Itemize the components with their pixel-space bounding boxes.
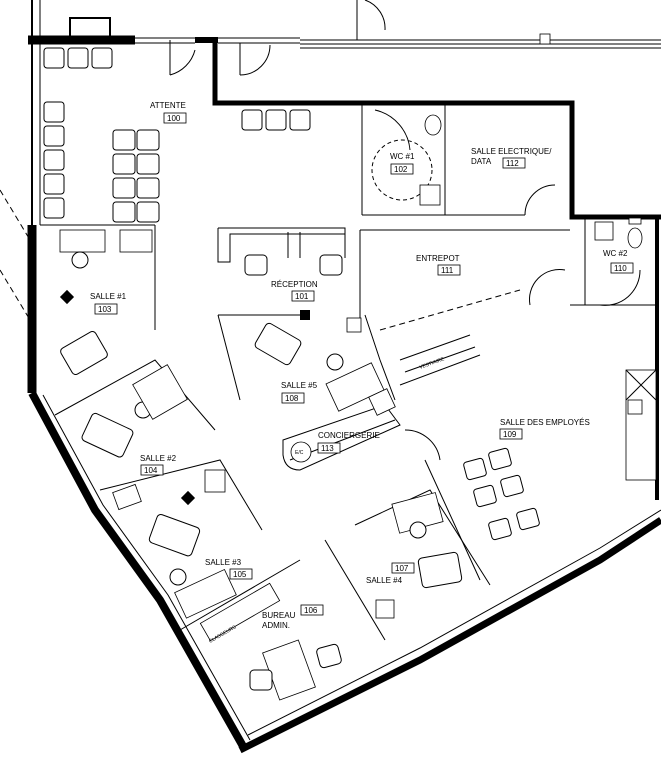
room-name-bureau: BUREAU — [262, 611, 296, 620]
ec-label: E/C — [295, 450, 304, 456]
room-name-data: DATA — [471, 157, 492, 166]
room-number-salle2: 104 — [144, 466, 158, 475]
vestiaire-label: VESTIAIRE — [419, 356, 446, 371]
room-name-salle2: SALLE #2 — [140, 454, 177, 463]
room-number-employes: 109 — [503, 430, 517, 439]
room-name-salle1: SALLE #1 — [90, 292, 127, 301]
room-number-salle4: 107 — [395, 564, 409, 573]
room-name-reception: RÉCEPTION — [271, 280, 318, 289]
room-name-wc2: WC #2 — [603, 249, 628, 258]
room-number-wc1: 102 — [394, 165, 408, 174]
room-labels: ATTENTE 100 SALLE #1 103 WC #1 102 SALLE… — [90, 101, 634, 645]
room-number-conciergerie: 113 — [321, 444, 334, 453]
room-number-wc2: 110 — [614, 264, 627, 273]
room-number-salle3: 105 — [233, 570, 247, 579]
room-name-wc1: WC #1 — [390, 152, 415, 161]
room-name-attente: ATTENTE — [150, 101, 186, 110]
room-number-bureau: 106 — [304, 606, 318, 615]
room-number-reception: 101 — [295, 292, 309, 301]
room-name-salle5: SALLE #5 — [281, 381, 318, 390]
interior-partitions — [40, 40, 657, 641]
room-number-salle5: 108 — [285, 394, 299, 403]
room-name-employes: SALLE DES EMPLOYÉS — [500, 418, 590, 427]
room-name-salle4: SALLE #4 — [366, 576, 403, 585]
room-name-admin: ADMIN. — [262, 621, 290, 630]
furniture — [43, 17, 657, 701]
room-name-salle3: SALLE #3 — [205, 558, 242, 567]
room-name-entrepot: ENTREPOT — [416, 254, 460, 263]
room-number-entrepot: 111 — [441, 266, 454, 275]
room-number-electrique: 112 — [506, 159, 519, 168]
room-number-attente: 100 — [167, 114, 181, 123]
room-name-electrique: SALLE ELECTRIQUE/ — [471, 147, 552, 156]
room-name-conciergerie: CONCIERGERIE — [318, 431, 380, 440]
room-number-salle1: 103 — [98, 305, 112, 314]
